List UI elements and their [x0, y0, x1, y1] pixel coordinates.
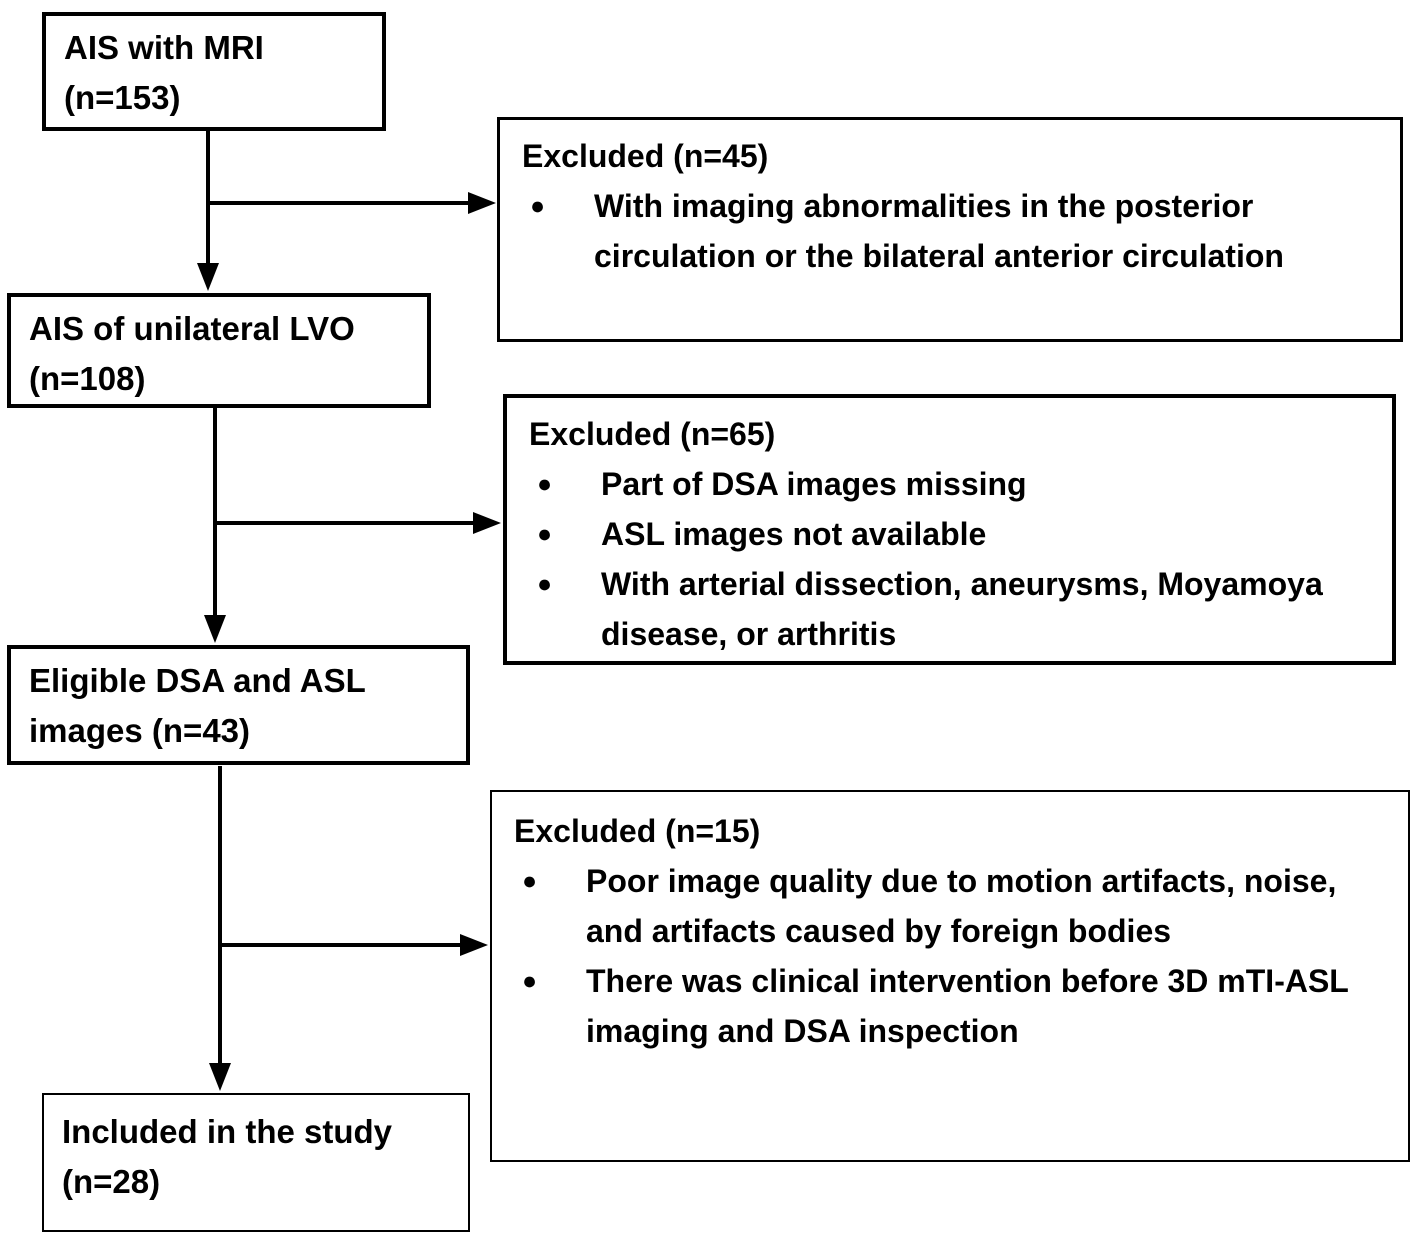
node-ais-unilateral-lvo: AIS of unilateral LVO (n=108)	[7, 293, 431, 408]
excluded-title: Excluded (n=45)	[522, 138, 769, 174]
node-label: Eligible DSA and ASL images (n=43)	[29, 662, 366, 749]
bullet-icon: ●	[537, 570, 553, 598]
arrow-node1-to-node2	[197, 131, 219, 291]
excluded-title: Excluded (n=15)	[514, 813, 761, 849]
excluded-item-text: Part of DSA images missing	[601, 466, 1027, 502]
arrow-node3-to-node4	[209, 766, 231, 1091]
excluded-item-text: With imaging abnormalities in the poster…	[594, 188, 1284, 274]
node-ais-with-mri: AIS with MRI (n=153)	[42, 12, 386, 131]
node-included-in-study: Included in the study (n=28)	[42, 1093, 470, 1232]
excluded-item: ● With arterial dissection, aneurysms, M…	[529, 559, 1386, 659]
excluded-item: ● ASL images not available	[529, 509, 1386, 559]
excluded-item-text: ASL images not available	[601, 516, 987, 552]
excluded-box-2: Excluded (n=65) ● Part of DSA images mis…	[503, 394, 1396, 665]
arrow-node2-to-node3	[204, 408, 226, 643]
arrow-branch-to-excluded-1	[208, 192, 496, 214]
excluded-item: ● There was clinical intervention before…	[514, 956, 1402, 1056]
excluded-item-text: There was clinical intervention before 3…	[586, 963, 1349, 1049]
excluded-item-text: Poor image quality due to motion artifac…	[586, 863, 1337, 949]
excluded-box-1: Excluded (n=45) ● With imaging abnormali…	[497, 117, 1403, 342]
bullet-icon: ●	[537, 470, 553, 498]
arrow-branch-to-excluded-2	[215, 512, 501, 534]
excluded-item: ● Part of DSA images missing	[529, 459, 1386, 509]
bullet-icon: ●	[537, 520, 553, 548]
excluded-item: ● Poor image quality due to motion artif…	[514, 856, 1402, 956]
excluded-item-text: With arterial dissection, aneurysms, Moy…	[601, 566, 1323, 652]
node-eligible-dsa-asl: Eligible DSA and ASL images (n=43)	[7, 645, 470, 765]
arrow-branch-to-excluded-3	[220, 934, 488, 956]
excluded-box-3: Excluded (n=15) ● Poor image quality due…	[490, 790, 1410, 1162]
bullet-icon: ●	[522, 967, 538, 995]
node-label: AIS of unilateral LVO (n=108)	[29, 310, 355, 397]
excluded-title: Excluded (n=65)	[529, 416, 776, 452]
node-label: AIS with MRI (n=153)	[64, 29, 264, 116]
bullet-icon: ●	[522, 867, 538, 895]
bullet-icon: ●	[530, 192, 546, 220]
excluded-item: ● With imaging abnormalities in the post…	[522, 181, 1394, 281]
node-label: Included in the study (n=28)	[62, 1113, 393, 1200]
